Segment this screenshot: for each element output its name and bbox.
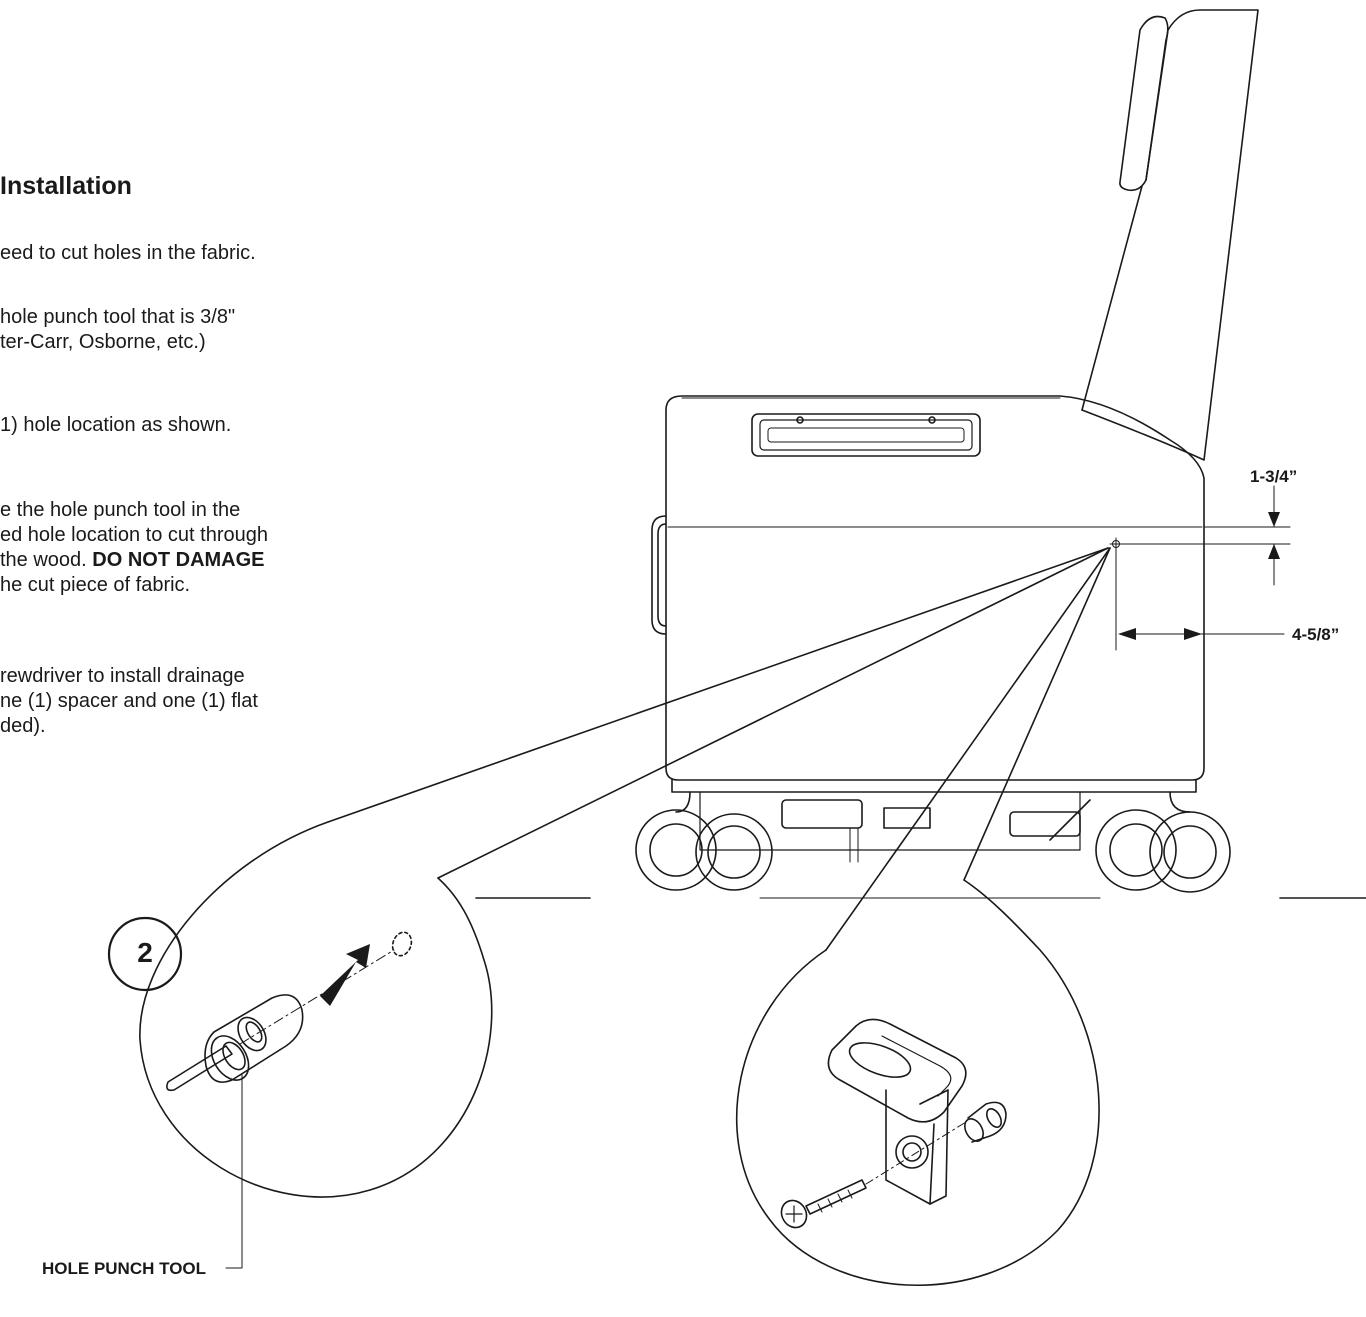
instruction-text-5b: ne (1) spacer and one (1) flat xyxy=(0,690,258,712)
section-heading: Installation xyxy=(0,172,132,200)
detail-drainage-hardware xyxy=(735,547,1111,1286)
hole-punch-tool-label: HOLE PUNCH TOOL xyxy=(42,1259,207,1278)
dimension-lines xyxy=(1109,485,1291,651)
instruction-text-5c: ded). xyxy=(0,715,46,737)
chair-backrest xyxy=(1081,9,1259,461)
instruction-text-2b: ter-Carr, Osborne, etc.) xyxy=(0,331,206,353)
dimension-arrows xyxy=(1118,512,1280,640)
warning-text: DO NOT DAMAGE xyxy=(92,549,265,571)
instruction-text-4a: e the hole punch tool in the xyxy=(0,499,241,521)
instruction-text-4b: ed hole location to cut through xyxy=(0,524,268,546)
step-number: 2 xyxy=(137,937,153,968)
instruction-text-4c: the wood. DO NOT DAMAGE xyxy=(0,549,265,571)
direction-arrow xyxy=(320,944,370,1006)
instruction-text-3: 1) hole location as shown. xyxy=(0,414,232,436)
instruction-text-4d: he cut piece of fabric. xyxy=(0,574,191,596)
instruction-text-2a: hole punch tool that is 3/8" xyxy=(0,306,236,328)
instruction-text-5a: rewdriver to install drainage xyxy=(0,665,245,687)
chair-casters xyxy=(635,791,1231,893)
dimension-vertical-label: 1-3/4” xyxy=(1250,467,1298,486)
dimension-horizontal-label: 4-5/8” xyxy=(1292,625,1340,644)
step-badge xyxy=(107,916,183,992)
detail-hole-punch xyxy=(107,547,1109,1269)
instruction-text-1: eed to cut holes in the fabric. xyxy=(0,242,256,264)
chair-base xyxy=(651,395,1205,793)
